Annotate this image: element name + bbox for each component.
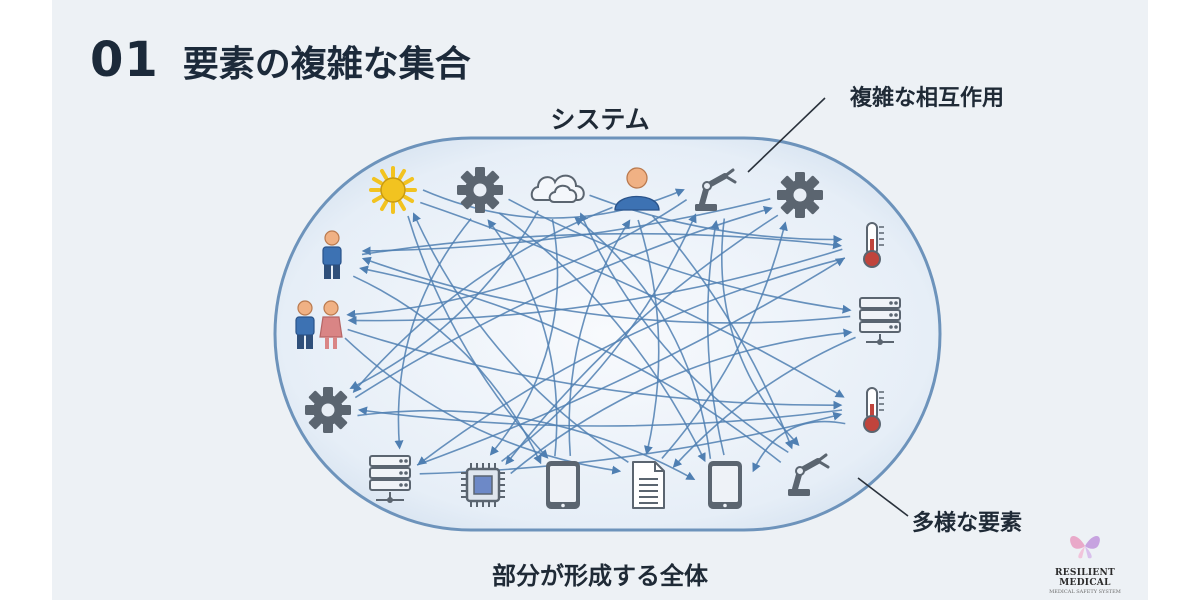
interaction-arrow <box>489 218 559 456</box>
slide-heading: 01 要素の複雑な集合 <box>90 32 471 88</box>
thermometer-icon <box>863 222 884 268</box>
interaction-arrow <box>361 256 851 324</box>
cloud-icon <box>530 174 585 203</box>
system-boundary <box>273 136 942 532</box>
interaction-arrow <box>416 257 845 466</box>
interaction-arrow <box>752 420 846 473</box>
interaction-arrow <box>361 198 771 256</box>
interaction-arrow <box>487 219 558 457</box>
person-icon <box>614 167 660 211</box>
robot-arm-icon <box>695 168 737 211</box>
interaction-arrow <box>347 328 843 410</box>
server-icon <box>369 455 411 503</box>
interaction-arrow <box>651 215 794 450</box>
elements-label: 多様な要素 <box>912 511 1023 536</box>
interaction-arrow <box>357 409 696 481</box>
interaction-arrow <box>361 232 842 256</box>
interaction-arrow <box>352 275 542 465</box>
interaction-arrow <box>358 406 843 427</box>
interaction-arrow <box>579 212 789 454</box>
section-number: 01 <box>90 32 159 88</box>
butterfly-logo-icon <box>1070 536 1100 559</box>
document-icon <box>632 461 665 509</box>
interaction-label: 複雑な相互作用 <box>850 86 1005 111</box>
logo-name: RESILIENT MEDICAL <box>1054 568 1116 588</box>
interaction-arrow <box>354 205 773 399</box>
element-icons <box>295 166 901 509</box>
logo-tagline: MEDICAL SAFETY SYSTEM <box>1049 589 1121 595</box>
gear-icon <box>777 172 823 218</box>
server-icon <box>859 297 901 345</box>
gear-icon <box>457 167 503 213</box>
robot-arm-icon <box>788 453 830 496</box>
slide-title: 要素の複雑な集合 <box>182 44 471 85</box>
interaction-arrow <box>501 213 697 463</box>
interaction-arrow <box>498 212 706 463</box>
brand-logo: RESILIENT MEDICAL MEDICAL SAFETY SYSTEM <box>1030 530 1140 595</box>
interaction-pointer <box>747 97 826 173</box>
elements-pointer <box>857 477 909 517</box>
tablet-icon <box>708 461 742 509</box>
couple-icon <box>295 300 343 349</box>
tablet-icon <box>546 461 580 509</box>
interaction-arrow <box>508 198 852 314</box>
interaction-arrow <box>412 212 629 463</box>
whole-label: 部分が形成する全体 <box>492 562 708 590</box>
interaction-arrow <box>574 216 712 459</box>
interaction-arrow <box>352 206 613 393</box>
interaction-arrow <box>394 218 472 450</box>
interaction-arrow <box>510 328 853 475</box>
interaction-arrow <box>420 201 845 398</box>
chip-icon <box>461 463 505 507</box>
man-icon <box>322 230 342 279</box>
interaction-arrow <box>637 219 660 455</box>
system-label: システム <box>550 105 650 134</box>
interaction-arrow <box>349 210 539 389</box>
gear-icon <box>305 387 351 433</box>
thermometer-icon <box>863 387 884 433</box>
interaction-arrow <box>359 265 782 464</box>
interaction-arrow <box>706 220 725 456</box>
interaction-arrows <box>344 188 856 481</box>
sun-icon <box>369 166 417 214</box>
interaction-arrow <box>661 221 788 459</box>
interaction-arrow <box>347 248 843 326</box>
interaction-arrow <box>721 218 800 447</box>
